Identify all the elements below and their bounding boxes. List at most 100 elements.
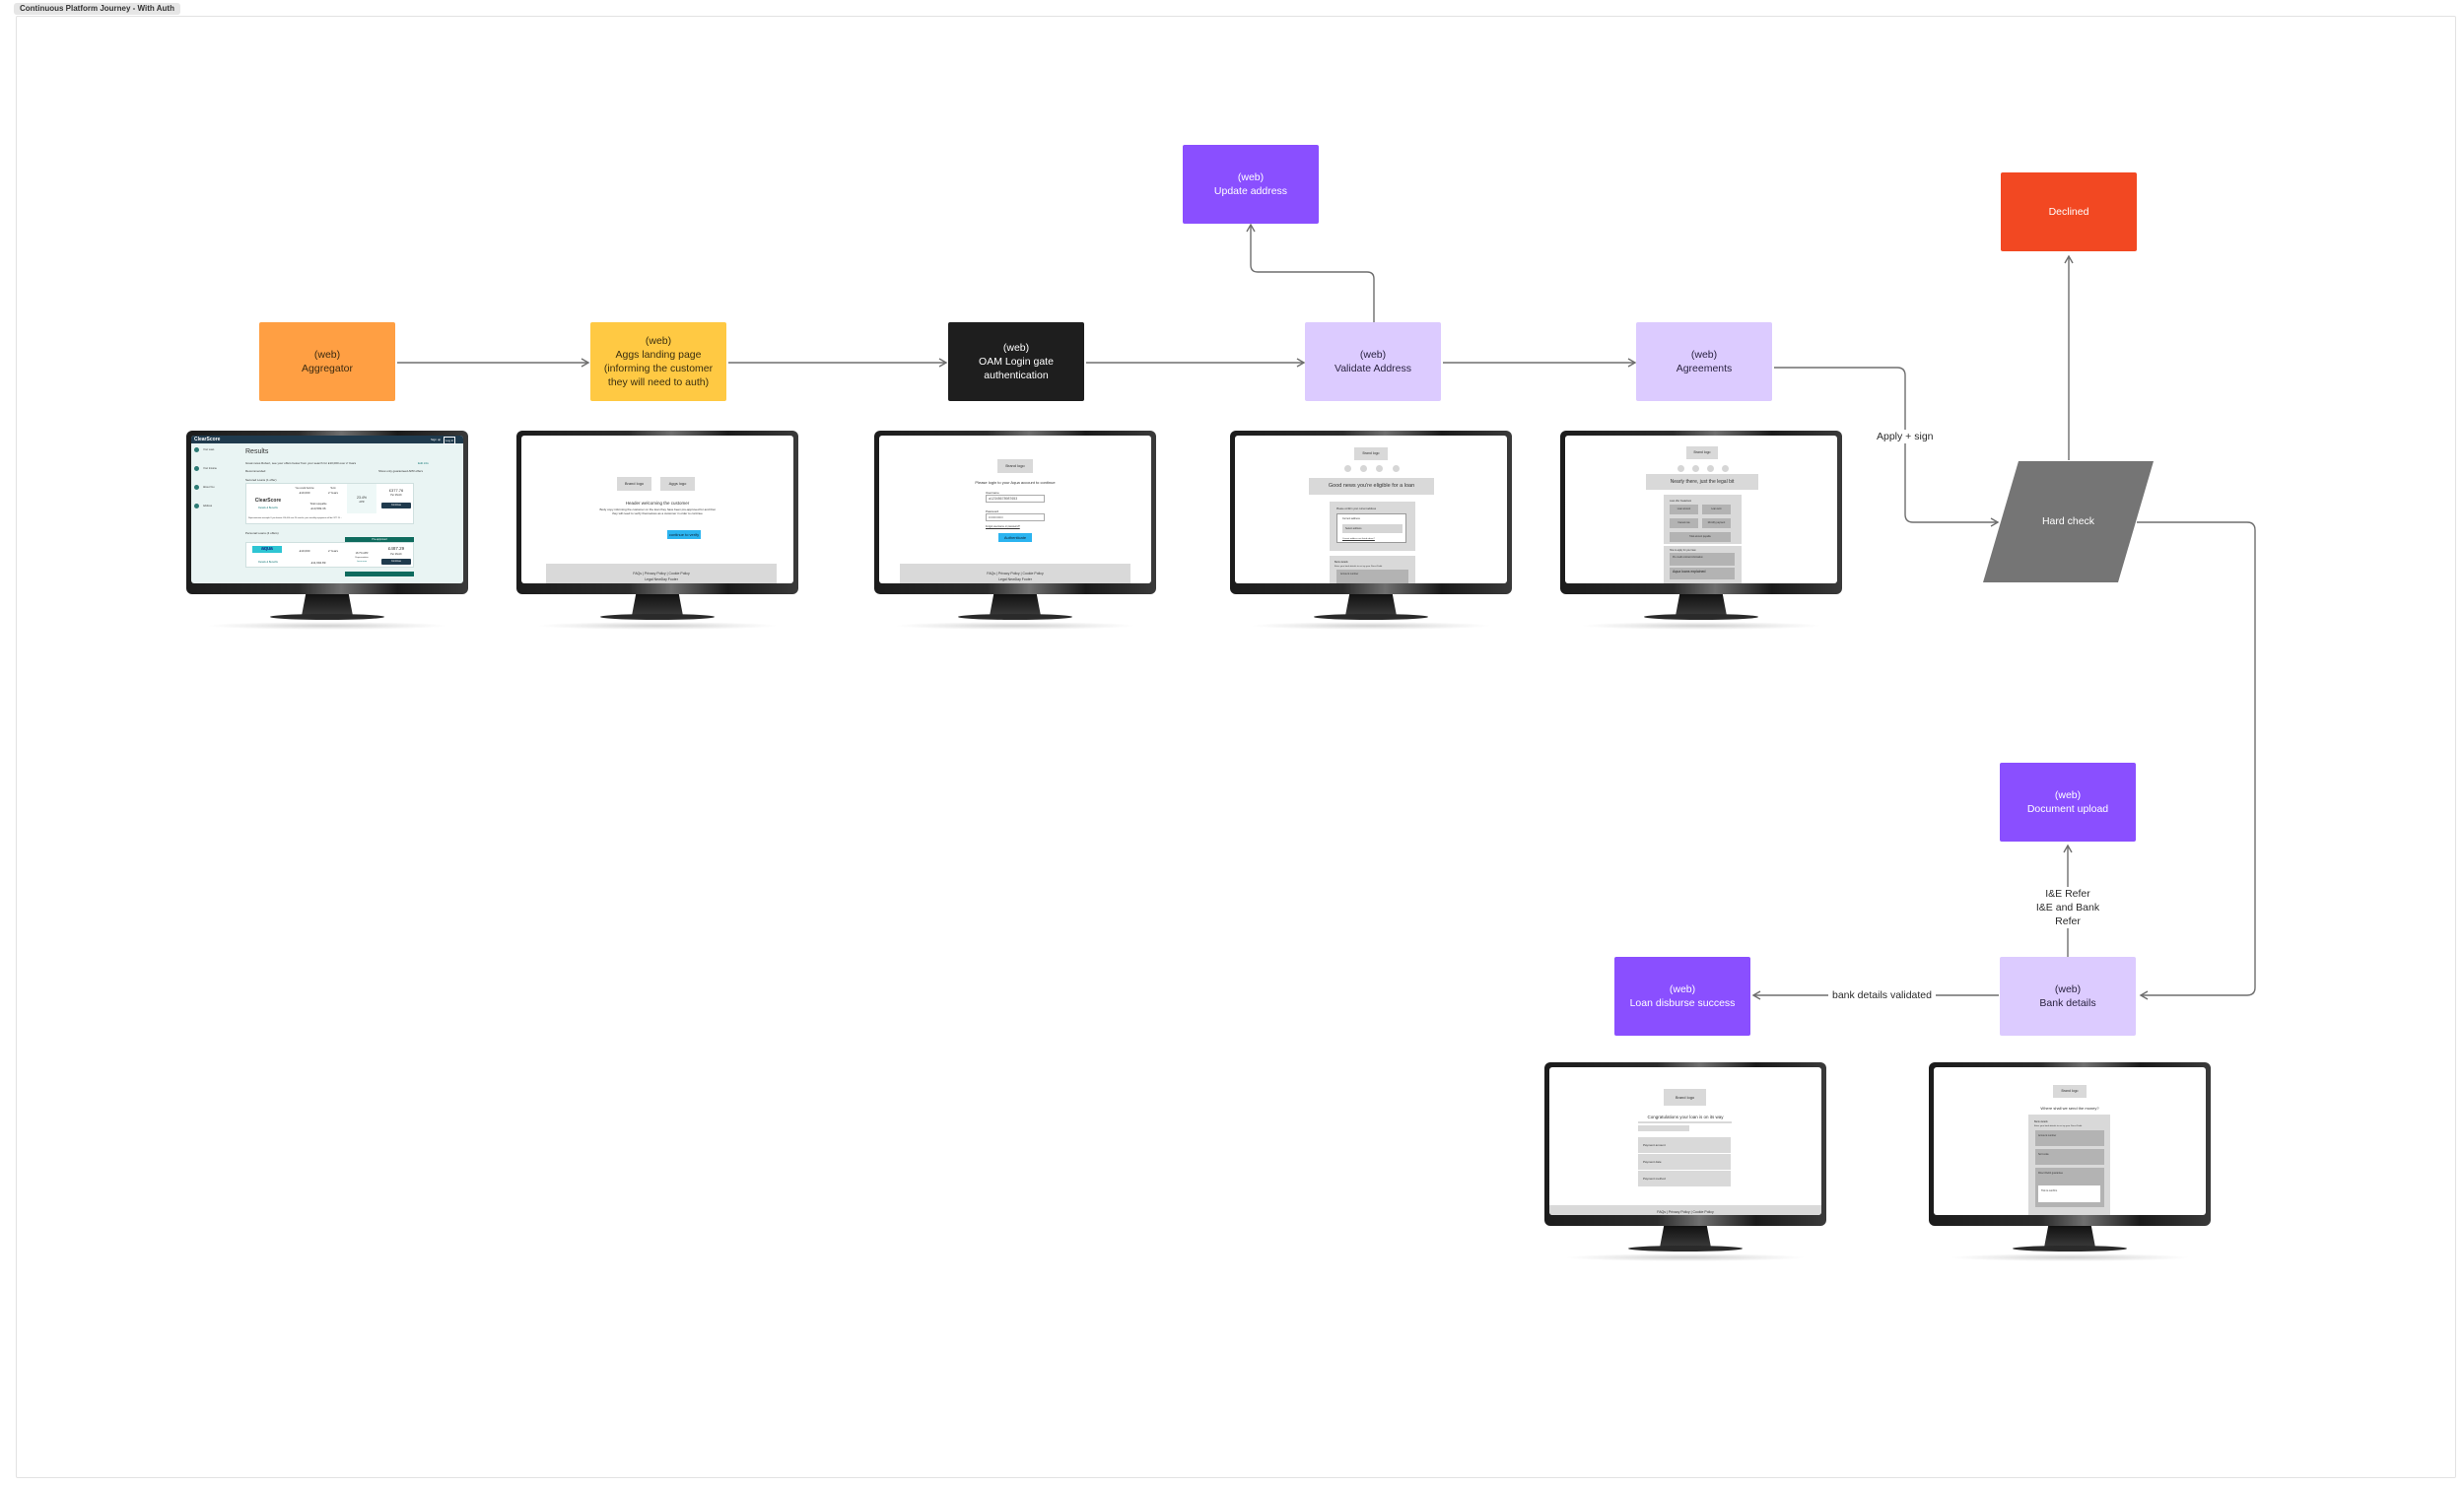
node-update-address[interactable]: (web)Update address xyxy=(1183,145,1319,224)
sidebar-step[interactable]: Your Income xyxy=(194,466,234,472)
monitor-stand xyxy=(990,594,1041,616)
node-tag: (web) xyxy=(1669,983,1696,995)
sidebar-step[interactable]: Your Loan xyxy=(194,447,234,453)
login-button[interactable]: Log in xyxy=(444,437,456,444)
text-placeholder xyxy=(1638,1121,1732,1123)
node-agreements[interactable]: (web)Agreements xyxy=(1636,322,1772,401)
learn-more-link[interactable]: Learn more xyxy=(356,561,368,563)
apr-value: 18.7% APR xyxy=(355,552,369,555)
sidebar-step[interactable]: Address xyxy=(194,504,234,509)
bank-title: Bank details xyxy=(1335,561,1348,564)
step-label: Address xyxy=(203,505,213,508)
monthly-value: £377.76 xyxy=(388,488,404,493)
step-label: Your Income xyxy=(203,467,217,470)
current-address-card: Current address Select address Current a… xyxy=(1336,513,1406,543)
screen-bank: Brand logo Where shall we send the money… xyxy=(1934,1067,2206,1215)
results-title: Results xyxy=(245,448,269,455)
sign-up-link[interactable]: Sign up xyxy=(431,438,442,441)
monitor-foot xyxy=(600,614,715,620)
total-value: £10,599.36 xyxy=(310,507,326,510)
node-oam-login[interactable]: (web)OAM Login gate authentication xyxy=(948,322,1084,401)
account-number-field[interactable]: Account number xyxy=(1336,570,1408,583)
step-label: Your Loan xyxy=(203,448,215,451)
bank-sub: Enter your bank details to set up your D… xyxy=(2034,1125,2083,1127)
username-input[interactable]: a12345678987653 xyxy=(986,495,1045,503)
footer: FAQs | Privacy Policy | Cookie Policy Le… xyxy=(546,564,777,583)
monitor-foot xyxy=(2013,1246,2127,1252)
payment-date-row: Payment date xyxy=(1638,1154,1731,1170)
footer: FAQs | Privacy Policy | Cookie Policy xyxy=(1549,1205,1821,1215)
frame-title[interactable]: Continuous Platform Journey - With Auth xyxy=(14,3,180,15)
sidebar-step[interactable]: About You xyxy=(194,485,234,491)
details-link[interactable]: Details & Benefits xyxy=(258,507,278,509)
footer-links[interactable]: FAQs | Privacy Policy | Cookie Policy xyxy=(1657,1210,1714,1214)
address-not-listed-link[interactable]: Current address not listed above? xyxy=(1342,538,1375,540)
legal-header: Nearly there, just the legal bit xyxy=(1646,474,1758,490)
node-tag: (web) xyxy=(2054,983,2082,995)
monitor-shadow xyxy=(1250,622,1492,630)
personal-loans-header: Personal Loans (4 offers) xyxy=(245,531,279,535)
edge-validate-update xyxy=(1246,223,1375,322)
monitor-validate-address: Brand logo Good news you're eligible for… xyxy=(1230,431,1512,634)
forgot-credentials-link[interactable]: Forgot username or password? xyxy=(986,525,1020,528)
step-dot xyxy=(1360,465,1367,472)
monitor-foot xyxy=(270,614,384,620)
personal-offer-card: aqua Details & Benefits £10,000 2 Years … xyxy=(245,542,414,568)
edit-info-link[interactable]: Edit info xyxy=(418,461,429,465)
node-document-upload[interactable]: (web)Document upload xyxy=(2000,763,2136,842)
refer-line-1: I&E Refer xyxy=(2045,888,2090,900)
footer-links[interactable]: FAQs | Privacy Policy | Cookie Policy xyxy=(987,572,1044,575)
account-number-field[interactable]: Account number xyxy=(2035,1130,2104,1146)
brand-logo: Brand logo xyxy=(1354,447,1388,460)
continue-button[interactable]: Continue xyxy=(381,559,411,565)
how-to-apply-panel: How to apply for your loan Pre credit co… xyxy=(1664,546,1742,583)
loan-explained[interactable]: Aqua loans explained xyxy=(1670,568,1735,579)
continue-to-verify-button[interactable]: continue to verify xyxy=(667,530,701,539)
node-aggregator[interactable]: (web)Aggregator xyxy=(259,322,395,401)
password-input[interactable]: •••••••••••• xyxy=(986,513,1045,521)
footer-links[interactable]: FAQs | Privacy Policy | Cookie Policy xyxy=(633,572,690,575)
monitor-shadow xyxy=(536,622,779,630)
monitor-aggs-landing: Brand logo Aggs logo Header welcoming th… xyxy=(516,431,798,634)
borrow-value: £10,000 xyxy=(299,491,310,495)
node-tag: (web) xyxy=(1359,349,1387,361)
authenticate-button[interactable]: Authenticate xyxy=(998,533,1032,542)
step-dot xyxy=(1393,465,1400,472)
pre-approved-badge: Pre-approved xyxy=(345,537,414,542)
username-label: Username xyxy=(986,491,999,495)
details-link[interactable]: Details & Benefits xyxy=(258,561,278,564)
term-label: Term xyxy=(330,487,336,490)
node-bank-details[interactable]: (web)Bank details xyxy=(2000,957,2136,1036)
monitor-shadow xyxy=(1949,1253,2191,1261)
canvas-frame xyxy=(16,16,2456,1478)
node-hard-check-title: Hard check xyxy=(2041,515,2095,527)
sort-code-field[interactable]: Sort code xyxy=(2035,1149,2104,1165)
monthly-payment-cell: Monthly payment xyxy=(1702,518,1731,528)
confirm-checkbox[interactable]: Tick to confirm xyxy=(2038,1185,2100,1202)
payment-amount-row: Payment amount xyxy=(1638,1137,1731,1153)
node-validate-address[interactable]: (web)Validate Address xyxy=(1305,322,1441,401)
monitor-stand xyxy=(302,594,353,616)
address-select[interactable]: Select address xyxy=(1342,524,1403,533)
edge-label-refer: I&E Refer I&E and Bank Refer xyxy=(2022,887,2113,928)
password-label: Password xyxy=(986,509,999,513)
node-hard-check-shape[interactable] xyxy=(1983,461,2154,582)
sort-select[interactable]: Recommended xyxy=(245,469,266,473)
bank-sub: Enter your bank details to set up your D… xyxy=(1335,566,1383,568)
monitor-stand xyxy=(1676,594,1727,616)
node-tag: (web) xyxy=(2054,789,2082,801)
node-tag: (web) xyxy=(1690,349,1718,361)
node-loan-disburse[interactable]: (web)Loan disburse success xyxy=(1614,957,1750,1036)
pre-contract-info[interactable]: Pre credit contract information xyxy=(1670,553,1735,566)
secured-loans-header: Secured Loans (1 offer) xyxy=(245,478,277,482)
continue-button[interactable]: Continue xyxy=(381,503,411,508)
node-aggs-landing[interactable]: (web)Aggs landing page(informing the cus… xyxy=(590,322,726,401)
guaranteed-apr-toggle[interactable]: Show only guaranteed APR offers xyxy=(378,469,423,473)
monitor-shadow xyxy=(206,622,448,630)
payment-method-row: Payment method xyxy=(1638,1171,1731,1186)
aqua-brand: aqua xyxy=(252,546,282,553)
node-declined[interactable]: Declined xyxy=(2001,172,2137,251)
monitor-foot xyxy=(1314,614,1428,620)
refer-line-2: I&E and Bank Refer xyxy=(2035,902,2100,927)
